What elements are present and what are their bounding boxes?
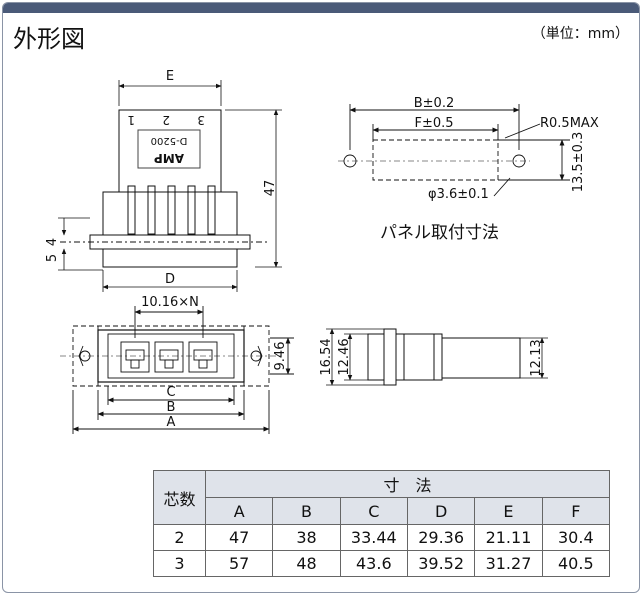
side-dim-1654: 16.54 bbox=[319, 338, 334, 375]
brand-logo-text: AMP bbox=[154, 151, 184, 165]
title-bar bbox=[3, 3, 639, 13]
table-cell: 21.11 bbox=[474, 524, 543, 551]
connector-flange bbox=[89, 234, 251, 250]
table-cell: 43.6 bbox=[339, 550, 408, 577]
cutout-radius: R0.5MAX bbox=[540, 116, 599, 131]
table-cell: 40.5 bbox=[541, 550, 611, 577]
cutout-hole-diameter: φ3.6±0.1 bbox=[428, 187, 489, 202]
unit-note: （単位：mm） bbox=[531, 26, 629, 42]
table-cell: 31.27 bbox=[474, 550, 543, 577]
connector-middle-body bbox=[102, 191, 238, 236]
dim-E-label: E bbox=[166, 69, 174, 84]
col-header-F: F bbox=[541, 497, 611, 525]
latch-ridges bbox=[127, 185, 216, 235]
top-dim-B: B bbox=[167, 400, 176, 415]
dim-5-label: 5 bbox=[45, 254, 60, 262]
part-number: D-5200 bbox=[151, 135, 188, 146]
dimension-group-header: 寸 法 bbox=[205, 470, 610, 498]
dim-D-label: D bbox=[165, 272, 175, 287]
pin-label-2: 2 bbox=[162, 113, 170, 127]
top-dim-A: A bbox=[167, 415, 176, 430]
col-header-C: C bbox=[339, 497, 408, 525]
pin-label-3: 3 bbox=[197, 113, 205, 127]
table-cell: 38 bbox=[272, 524, 341, 551]
panel-cutout bbox=[338, 104, 570, 197]
cutout-rectangle bbox=[372, 139, 499, 181]
panel-caption: パネル取付寸法 bbox=[380, 223, 499, 243]
table-cell: 33.44 bbox=[339, 524, 408, 551]
dim-47-label: 47 bbox=[263, 180, 278, 197]
top-dim-C: C bbox=[166, 385, 175, 400]
contact-cavities bbox=[120, 341, 218, 373]
label-plate bbox=[137, 129, 201, 169]
cores-value: 3 bbox=[153, 550, 206, 577]
table-row: 2 47 38 33.44 29.36 21.11 30.4 bbox=[153, 524, 611, 551]
pin-label-1: 1 bbox=[127, 113, 135, 127]
cores-value: 2 bbox=[153, 524, 206, 551]
cores-header: 芯数 bbox=[153, 470, 206, 525]
side-middle-body bbox=[395, 333, 443, 381]
cutout-dim-F: F±0.5 bbox=[414, 116, 453, 131]
connector-lower-body bbox=[102, 248, 238, 268]
table-cell: 47 bbox=[204, 524, 274, 551]
top-dim-946: 9.46 bbox=[273, 342, 288, 371]
flange-outline bbox=[72, 325, 270, 387]
top-view bbox=[60, 306, 294, 434]
col-header-A: A bbox=[204, 497, 274, 525]
front-view-dimensions bbox=[58, 80, 282, 292]
table-cell: 30.4 bbox=[541, 524, 611, 551]
table-row: 3 57 48 43.6 39.52 31.27 40.5 bbox=[153, 550, 611, 577]
cutout-dim-B: B±0.2 bbox=[414, 96, 455, 111]
side-flange bbox=[383, 328, 397, 386]
table-cell: 29.36 bbox=[406, 524, 476, 551]
side-view bbox=[326, 328, 548, 386]
dimension-table: 芯数 寸 法 A B C D E F 2 47 38 33.44 29.36 2… bbox=[153, 470, 611, 577]
col-header-D: D bbox=[406, 497, 476, 525]
page-title: 外形図 bbox=[13, 25, 85, 53]
col-header-B: B bbox=[272, 497, 341, 525]
cutout-height: 13.5±0.3 bbox=[571, 132, 586, 193]
table-cell: 39.52 bbox=[406, 550, 476, 577]
table-cell: 57 bbox=[204, 550, 274, 577]
dim-4-label: 4 bbox=[45, 238, 60, 246]
col-header-E: E bbox=[474, 497, 543, 525]
side-upper-body bbox=[367, 333, 385, 381]
side-dim-1246: 12.46 bbox=[337, 338, 352, 375]
front-view bbox=[60, 109, 268, 268]
front-view-text: 1 2 3 D-5200 AMP bbox=[127, 113, 205, 165]
pitch-label: 10.16×N bbox=[141, 295, 199, 310]
table-cell: 48 bbox=[272, 550, 341, 577]
side-dim-1213: 12.13 bbox=[529, 339, 544, 376]
side-lower-body bbox=[441, 337, 521, 379]
